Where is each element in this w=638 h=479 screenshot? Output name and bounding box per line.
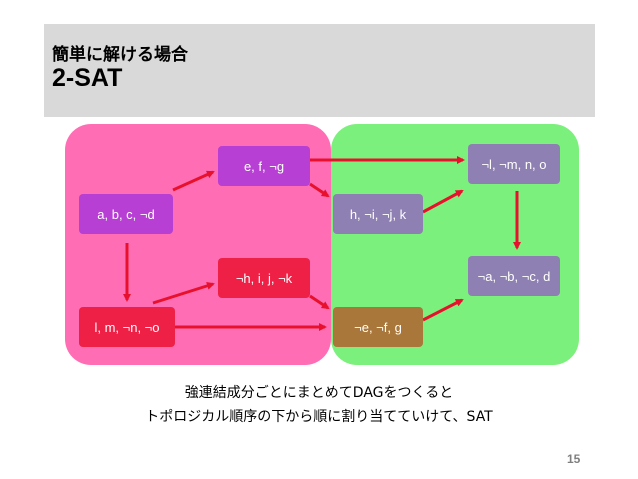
caption-line-1: 強連結成分ごとにまとめてDAGをつくると [184,385,454,401]
caption-line-2: トポロジカル順序の下から順に割り当てていけて、SAT [145,409,493,425]
edge-abcd-to-efg [172,170,215,192]
node-hijk-right: h, ¬i, ¬j, k [333,194,423,234]
node-lmno-left: l, m, ¬n, ¬o [79,307,175,347]
edge-efg-right-to-abcd-right [422,298,464,322]
title-bar [44,24,595,117]
node-efg: e, f, ¬g [218,146,310,186]
edge-hijk-right-to-lmno-right [422,189,464,214]
node-abcd-right: ¬a, ¬b, ¬c, d [468,256,560,296]
page-number: 15 [567,452,581,466]
edge-efg-to-hijk-right [309,182,330,198]
node-efg-right: ¬e, ¬f, g [333,307,423,347]
edge-hijk-to-efg-right [309,294,330,310]
slide-subtitle: 簡単に解ける場合 [52,45,188,65]
node-hijk-left: ¬h, i, j, ¬k [218,258,310,298]
node-abcd: a, b, c, ¬d [79,194,173,234]
slide-title: 2-SAT [52,64,123,92]
node-lmno-right: ¬l, ¬m, n, o [468,144,560,184]
edge-lmno-to-hijk [152,281,215,305]
